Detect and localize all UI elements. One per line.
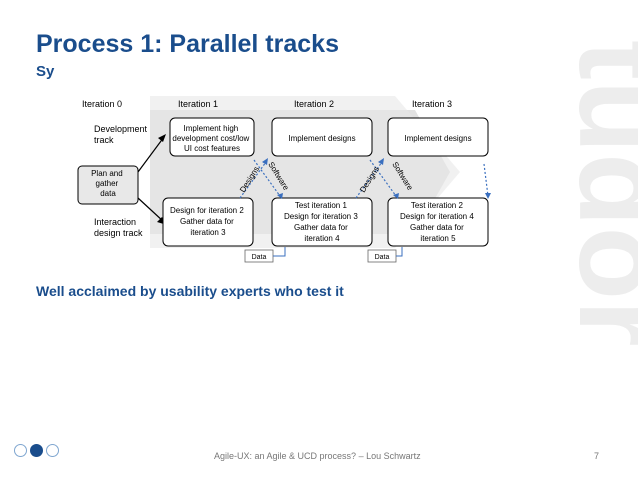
- dev-box-3: [387, 117, 489, 157]
- dev-box-1: [169, 117, 255, 157]
- flow-arrows-1: [239, 159, 489, 199]
- design-box-1-text: Design for iteration 2 Gather data for i…: [170, 206, 246, 237]
- dev-box-3-text: Implement designs: [404, 134, 471, 143]
- page-number: 7: [594, 451, 600, 461]
- design-box-2: [271, 197, 373, 247]
- design-box-3: [387, 197, 489, 247]
- design-box-1: [162, 197, 254, 247]
- footer-text: Agile-UX: an Agile & UCD process? – Lou …: [214, 451, 421, 461]
- design-box-3-text: Test iteration 2 Design for iteration 4 …: [400, 201, 476, 243]
- iteration-3-label: Iteration 3: [412, 99, 452, 109]
- dev-box-2: [271, 117, 373, 157]
- development-track-label: Development track: [94, 124, 150, 145]
- dev-box-1-text: Implement high development cost/low UI c…: [172, 124, 251, 153]
- design-box-2-text: Test iteration 1 Design for iteration 3 …: [284, 201, 360, 243]
- slide-title: Process 1: Parallel tracks: [36, 30, 339, 58]
- dot-2: [30, 444, 43, 457]
- slide-subtitle: Sy: [36, 63, 55, 80]
- plan-box: [77, 165, 139, 205]
- interaction-track-label: Interaction design track: [94, 217, 143, 238]
- dot-1: [14, 444, 27, 457]
- iteration-2-label: Iteration 2: [294, 99, 334, 109]
- plan-box-label: Plan and gather data: [91, 169, 125, 198]
- usability-note: Well acclaimed by usability experts who …: [36, 283, 344, 299]
- dot-3: [46, 444, 59, 457]
- iteration-0-label: Iteration 0: [82, 99, 122, 109]
- data-box-2-label: Data: [375, 254, 390, 261]
- dev-box-2-text: Implement designs: [288, 134, 355, 143]
- data-box-1-label: Data: [252, 254, 267, 261]
- iteration-1-label: Iteration 1: [178, 99, 218, 109]
